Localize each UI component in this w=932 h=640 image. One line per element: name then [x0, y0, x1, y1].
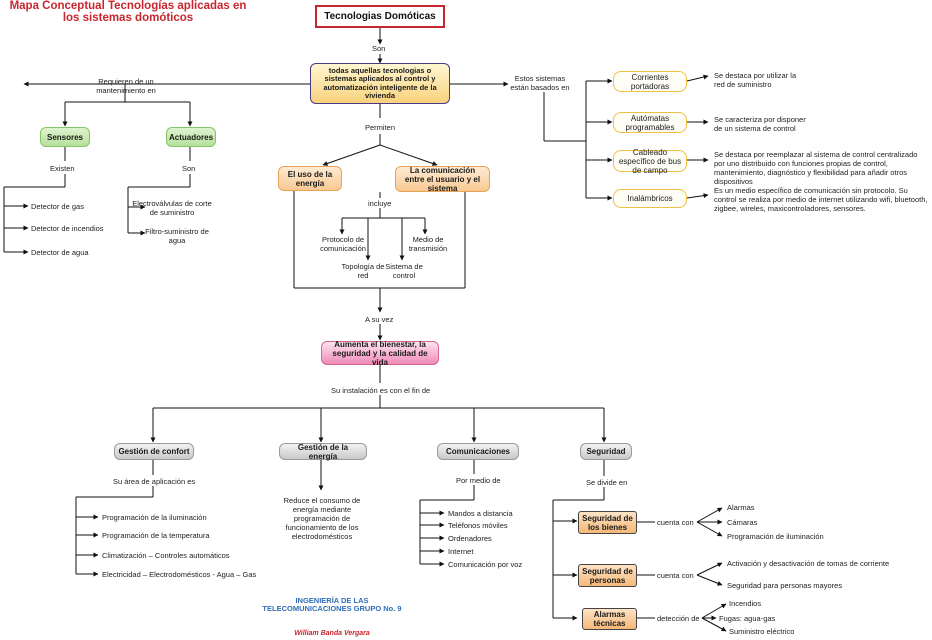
base-desc-corrientes: Se destaca por utilizar la red de sumini…: [714, 71, 797, 89]
confort-item: Programación de la temperatura: [102, 531, 210, 540]
link-estos: Estos sistemas están basados en: [510, 74, 570, 92]
base-automatas: Autómatas programables: [613, 112, 687, 133]
link-existen: Existen: [50, 164, 75, 173]
link-requieren: Requieren de un mantenimiento en: [96, 77, 156, 95]
base-cableado: Cableado específico de bus de campo: [613, 148, 687, 175]
base-desc-inalambricos: Es un medio específico de comunicación s…: [714, 186, 928, 213]
comunicaciones-node: Comunicaciones: [437, 443, 519, 460]
sensor-item: Detector de incendios: [31, 224, 104, 233]
root-node: Tecnologias Domóticas: [315, 5, 445, 28]
tecnicas-item: Suministro eléctrico: [729, 627, 795, 636]
energia-node: Gestión de la energía: [279, 443, 367, 461]
comunicaciones-item: Teléfonos móviles: [448, 521, 508, 530]
confort-node: Gestión de confort: [114, 443, 194, 460]
aumenta-node: Aumenta el bienestar, la seguridad y la …: [321, 340, 439, 367]
base-inalambricos: Inalámbricos: [613, 189, 687, 208]
link-incluye: incluye: [368, 199, 392, 208]
footer-program: INGENIERÍA DE LAS TELECOMUNICACIONES GRU…: [262, 596, 402, 613]
alarmas-tecnicas-node: Alarmas técnicas: [582, 608, 637, 630]
com-item-topologia: Topología de red: [341, 262, 385, 280]
bienes-item: Programación de iluminación: [727, 532, 824, 541]
comunicaciones-item: Ordenadores: [448, 534, 492, 543]
link-son2: Son: [182, 164, 196, 173]
seg-bienes-node: Seguridad de los bienes: [578, 511, 637, 534]
confort-item: Electricidad – Electrodomésticos - Agua …: [102, 570, 257, 579]
definition-node: todas aquellas tecnologias o sistemas ap…: [310, 63, 450, 104]
link-deteccion: detección de: [657, 614, 700, 623]
bienes-item: Alarmas: [727, 503, 755, 512]
sensor-item: Detector de agua: [31, 248, 89, 257]
tecnicas-item: Fugas: agua-gas: [719, 614, 776, 623]
link-divide: Se divide en: [586, 478, 628, 487]
uso-energia-node: El uso de la energía: [278, 166, 342, 191]
base-desc-cableado: Se destaca por reemplazar al sistema de …: [714, 150, 918, 186]
comunicaciones-item: Internet: [448, 547, 474, 556]
com-item-sistema: Sistema de control: [385, 262, 423, 280]
confort-item: Climatización – Controles automáticos: [102, 551, 230, 560]
com-item-protocolo: Protocolo de comunicación: [320, 235, 366, 253]
tecnicas-item: Incendios: [729, 599, 762, 608]
seg-personas-node: Seguridad de personas: [578, 564, 637, 587]
base-desc-automatas: Se caracteriza por disponer de un sistem…: [714, 115, 806, 133]
comunicacion-node: La comunicación entre el usuario y el si…: [395, 166, 490, 193]
link-cuenta1: cuenta con: [657, 518, 694, 527]
link-area: Su área de aplicación es: [113, 477, 196, 486]
bienes-item: Cámaras: [727, 518, 758, 527]
personas-item: Seguridad para personas mayores: [727, 581, 843, 590]
link-pormedio: Por medio de: [456, 476, 501, 485]
actuadores-node: Actuadores: [166, 127, 216, 147]
confort-item: Programación de la iluminación: [102, 513, 207, 522]
seguridad-node: Seguridad: [580, 443, 632, 460]
footer-author: William Banda Vergara: [294, 630, 370, 637]
sensores-node: Sensores: [40, 127, 90, 147]
map-title: Mapa Conceptual Tecnologías aplicadas en…: [9, 0, 247, 24]
link-son: Son: [372, 44, 386, 53]
link-asuvez: A su vez: [365, 315, 394, 324]
link-cuenta2: cuenta con: [657, 571, 694, 580]
actuador-item: Electroválvulas de corte de suministro: [132, 199, 212, 217]
comunicaciones-item: Comunicación por voz: [448, 560, 523, 569]
comunicaciones-item: Mandos a distancia: [448, 509, 513, 518]
base-corrientes: Corrientes portadoras: [613, 71, 687, 92]
sensor-item: Detector de gas: [31, 202, 84, 211]
actuador-item: Filtro-suministro de agua: [145, 227, 209, 245]
energia-desc: Reduce el consumo de energía mediante pr…: [283, 496, 361, 541]
link-permiten: Permiten: [365, 123, 396, 132]
link-instalacion: Su instalación es con el fin de: [331, 386, 431, 395]
com-item-medio: Medio de transmisión: [408, 235, 448, 253]
personas-item: Activación y desactivación de tomas de c…: [727, 559, 890, 568]
